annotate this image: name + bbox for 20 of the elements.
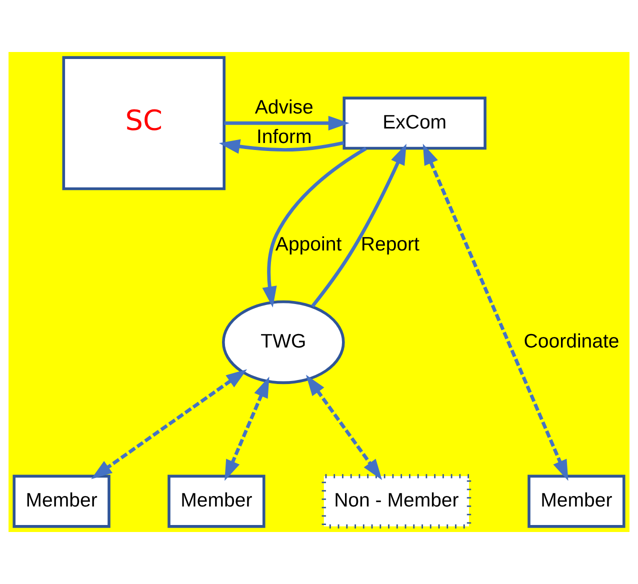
arrow (224, 116, 350, 130)
arrow (311, 144, 406, 308)
node-box: ExCom (342, 96, 486, 150)
arrow (218, 139, 344, 154)
node-box: Member (168, 474, 266, 528)
arrow (306, 374, 382, 480)
node-box: Member (528, 474, 626, 528)
edge-label: Report (360, 233, 420, 256)
arrow (224, 376, 270, 481)
edge-label: Coordinate (524, 330, 620, 352)
edge-label: Advise (254, 96, 314, 119)
node-ellipse: TWG (222, 300, 345, 384)
edge-label: Inform (256, 126, 312, 148)
edge-label: Appoint (275, 233, 342, 256)
arrow (422, 144, 568, 481)
node-box: Member (12, 474, 110, 528)
arrow (91, 369, 248, 480)
arrow (262, 147, 367, 308)
node-box: Non - Member (322, 474, 472, 529)
node-box: SC (62, 56, 226, 190)
